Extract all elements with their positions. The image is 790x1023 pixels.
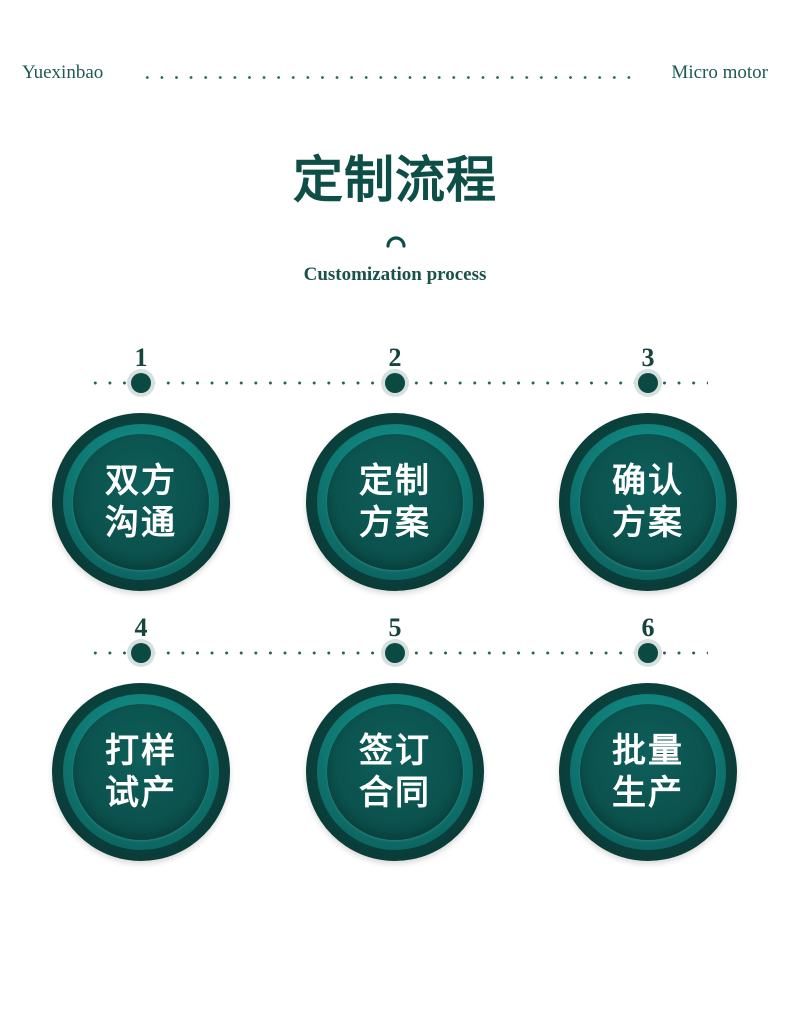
page-title: 定制流程	[293, 151, 497, 209]
step-label-line1: 打样	[105, 731, 177, 771]
step-label-line1: 确认	[612, 461, 684, 501]
step-node-dot	[638, 373, 658, 393]
brand-tagline: Micro motor	[671, 62, 768, 83]
step-label-line2: 方案	[359, 503, 431, 543]
step-badge: 确认 方案	[559, 413, 737, 591]
steps-row-2: 4 打样 试产 5 签订 合同 6 批量 生产	[0, 613, 790, 873]
step-number: 6	[641, 613, 655, 642]
step-number: 2	[388, 343, 402, 372]
arc-ornament-icon	[386, 236, 406, 248]
step-label: 批量 生产	[559, 683, 737, 861]
page-subtitle: Customization process	[303, 264, 487, 285]
step-label: 确认 方案	[559, 413, 737, 591]
header-bar: Yuexinbao Micro motor	[0, 58, 790, 92]
step-label-line2: 生产	[612, 773, 684, 813]
brand-name: Yuexinbao	[22, 62, 104, 83]
step-label: 签订 合同	[306, 683, 484, 861]
step-label-line2: 沟通	[105, 503, 177, 543]
step-label: 打样 试产	[52, 683, 230, 861]
step-badge: 双方 沟通	[52, 413, 230, 591]
step-label: 定制 方案	[306, 413, 484, 591]
step-label-line2: 合同	[359, 773, 431, 813]
step-label-line1: 签订	[359, 731, 431, 771]
step-label-line2: 试产	[105, 773, 177, 813]
step-label-line1: 批量	[612, 731, 684, 771]
step-number: 4	[134, 613, 148, 642]
step-label-line2: 方案	[612, 503, 684, 543]
step-node-dot	[131, 643, 151, 663]
step-label: 双方 沟通	[52, 413, 230, 591]
step-badge: 签订 合同	[306, 683, 484, 861]
step-number: 3	[641, 343, 655, 372]
step-node-dot	[385, 373, 405, 393]
step-node-dot	[131, 373, 151, 393]
step-number: 5	[388, 613, 402, 642]
step-number: 1	[134, 343, 148, 372]
step-label-line1: 双方	[105, 461, 177, 501]
step-badge: 定制 方案	[306, 413, 484, 591]
step-badge: 批量 生产	[559, 683, 737, 861]
step-badge: 打样 试产	[52, 683, 230, 861]
step-label-line1: 定制	[359, 461, 431, 501]
steps-row-1: 1 双方 沟通 2 定制 方案 3 确认 方案	[0, 343, 790, 603]
step-node-dot	[385, 643, 405, 663]
header-dotted-divider	[140, 76, 635, 79]
step-node-dot	[638, 643, 658, 663]
